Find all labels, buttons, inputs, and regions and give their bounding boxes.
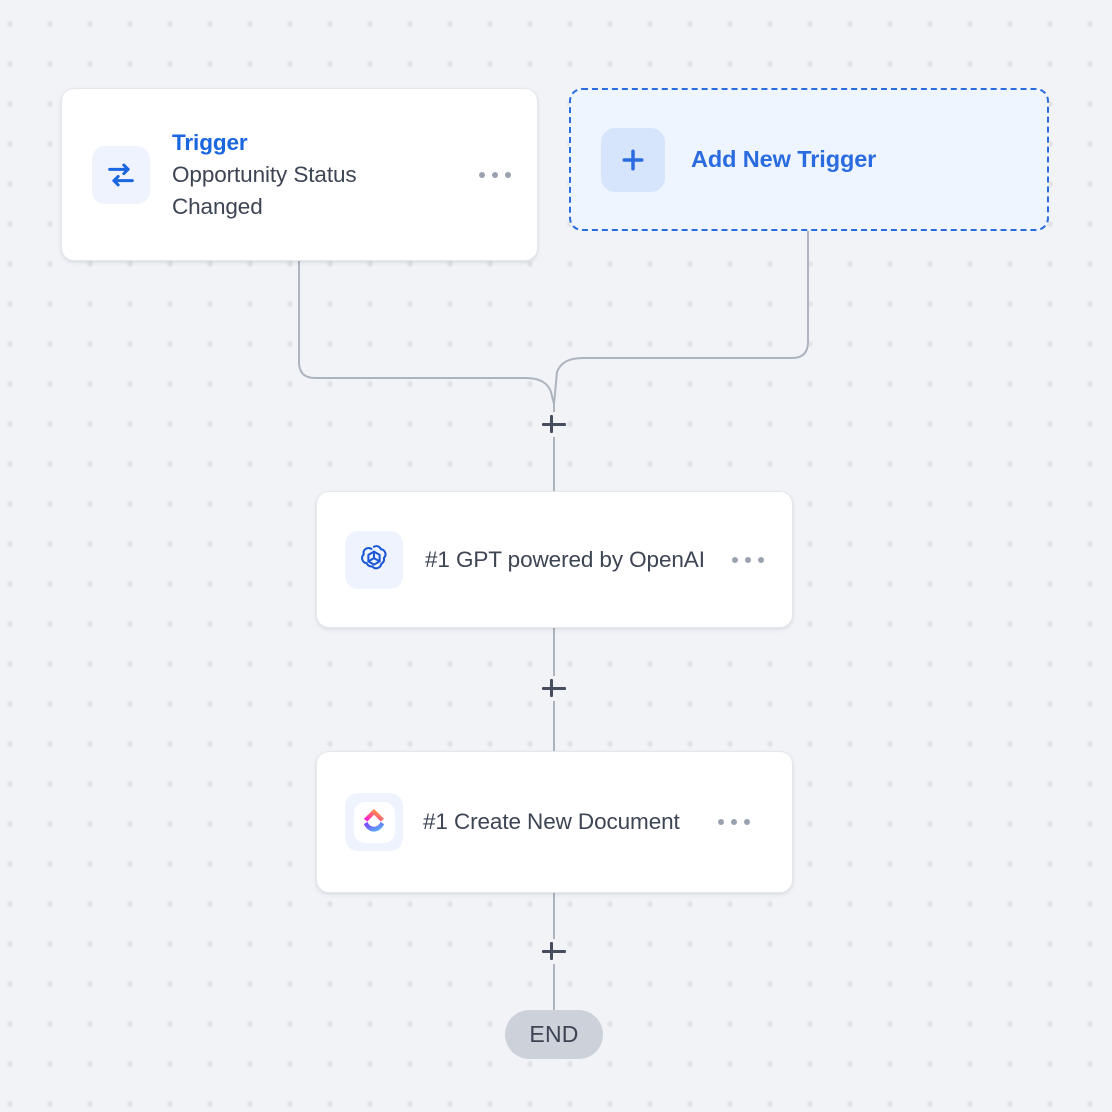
trigger-node-text: Trigger Opportunity Status Changed [172,127,453,223]
dot [479,171,485,178]
add-new-trigger-label: Add New Trigger [691,146,877,172]
wire-trigger-to-merge [298,261,555,405]
dot [505,171,511,178]
add-step-button-3[interactable] [539,936,569,966]
clickup-node-menu-button[interactable] [714,809,754,835]
trigger-node[interactable]: Trigger Opportunity Status Changed [61,88,538,261]
dot [743,819,750,825]
wire-addtrigger-to-merge [553,231,809,405]
trigger-node-title: Opportunity Status Changed [172,161,357,219]
gpt-node-title: #1 GPT powered by OpenAI [425,546,705,572]
openai-icon [345,530,403,589]
plus-icon [601,127,665,192]
swap-arrows-icon [92,145,150,204]
add-step-button-1[interactable] [539,409,569,439]
add-step-button-2[interactable] [539,673,569,703]
gpt-action-node[interactable]: #1 GPT powered by OpenAI [316,491,793,628]
clickup-node-title: #1 Create New Document [423,809,680,834]
trigger-node-menu-button[interactable] [475,162,515,188]
add-new-trigger-button[interactable]: Add New Trigger [569,88,1049,231]
clickup-glyph [353,801,395,843]
gpt-node-menu-button[interactable] [728,547,768,573]
dot [717,819,724,825]
dot [732,556,738,563]
dot [492,171,498,178]
dot [758,556,764,563]
dot [730,819,737,825]
trigger-node-eyebrow: Trigger [172,129,248,155]
end-badge: END [505,1010,603,1059]
clickup-action-node[interactable]: #1 Create New Document [316,751,793,893]
dot [745,556,751,563]
clickup-icon [345,793,403,851]
